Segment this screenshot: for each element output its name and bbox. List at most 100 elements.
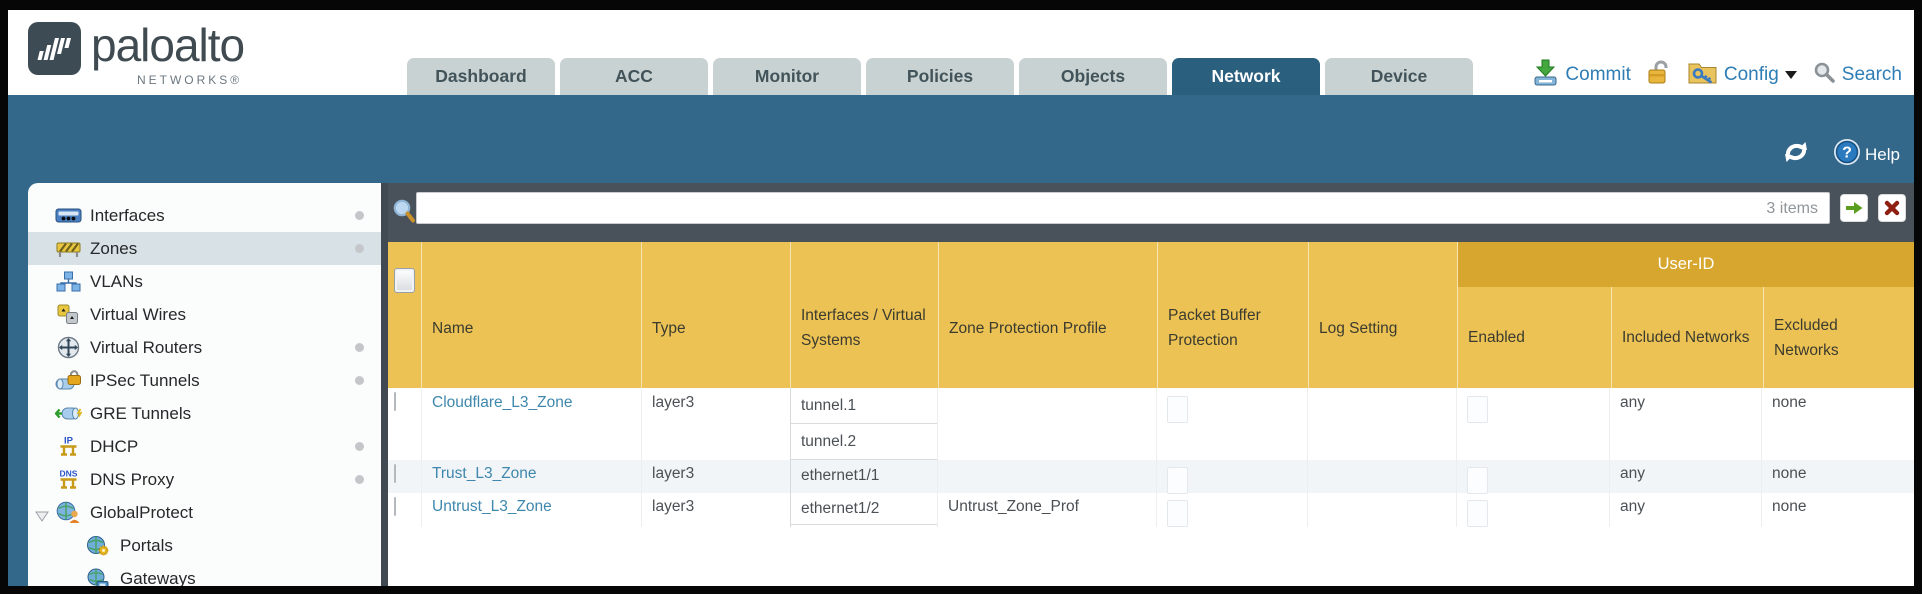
config-button[interactable]: Config — [1723, 63, 1779, 85]
sidebar-item-interfaces[interactable]: Interfaces — [28, 199, 381, 232]
sidebar-item-gre-tunnels[interactable]: GRE Tunnels — [28, 397, 381, 430]
sidebar-divider — [381, 183, 388, 586]
column-header-name[interactable]: Name — [421, 242, 641, 388]
svg-text:IP: IP — [64, 436, 74, 447]
zone-protection-cell: Untrust_Zone_Prof — [937, 493, 1156, 527]
sidebar-item-dns-proxy[interactable]: DNS DNS Proxy — [28, 463, 381, 496]
dns-proxy-icon: DNS — [54, 468, 82, 491]
included-networks-cell: any — [1609, 388, 1761, 460]
log-setting-cell — [1307, 493, 1456, 527]
log-setting-cell — [1307, 388, 1456, 460]
sidebar-item-dhcp[interactable]: IP DHCP — [28, 430, 381, 463]
expand-collapse-icon[interactable] — [35, 507, 49, 527]
help-icon[interactable]: ? — [1833, 138, 1861, 171]
column-header-zone-protection-profile[interactable]: Zone Protection Profile — [938, 242, 1157, 388]
item-status-dot — [355, 376, 364, 385]
sidebar-item-zones[interactable]: Zones — [28, 232, 381, 265]
sidebar-item-portals[interactable]: Portals — [28, 529, 381, 562]
user-id-enabled-checkbox[interactable] — [1467, 500, 1488, 527]
tab-device[interactable]: Device — [1325, 58, 1473, 95]
zones-main-pane: 3 items Name Type Interfaces / Virtual S… — [388, 183, 1914, 586]
row-checkbox[interactable] — [394, 392, 396, 411]
select-all-checkbox[interactable] — [394, 268, 415, 293]
commit-button[interactable]: Commit — [1565, 63, 1631, 85]
row-checkbox[interactable] — [394, 464, 396, 483]
brand-name: paloalto — [91, 19, 245, 71]
virtual-routers-icon — [54, 336, 82, 359]
filter-search-icon — [392, 198, 417, 230]
apply-filter-button[interactable] — [1840, 194, 1868, 222]
log-setting-cell — [1307, 460, 1456, 493]
zone-name-cell: Untrust_L3_Zone — [421, 493, 641, 527]
portals-icon — [84, 535, 112, 557]
row-select-cell — [388, 493, 421, 527]
column-header-enabled[interactable]: Enabled — [1458, 287, 1611, 388]
paloalto-logo-icon — [28, 22, 81, 75]
zone-name-cell: Cloudflare_L3_Zone — [421, 388, 641, 460]
column-label: Included Networks — [1622, 329, 1750, 346]
sidebar-item-label: GRE Tunnels — [90, 403, 192, 423]
item-status-dot — [355, 343, 364, 352]
config-dropdown-caret-icon[interactable] — [1784, 66, 1797, 84]
filter-input[interactable] — [416, 192, 1830, 224]
packet-buffer-checkbox[interactable] — [1167, 467, 1188, 494]
packet-buffer-checkbox[interactable] — [1167, 396, 1188, 423]
zone-interfaces-cell: ethernet1/1 — [790, 460, 938, 493]
search-button[interactable]: Search — [1841, 63, 1902, 85]
column-header-included-networks[interactable]: Included Networks — [1611, 287, 1763, 388]
tab-monitor[interactable]: Monitor — [713, 58, 861, 95]
tab-policies[interactable]: Policies — [866, 58, 1014, 95]
row-select-cell — [388, 388, 421, 460]
tab-objects[interactable]: Objects — [1019, 58, 1167, 95]
sidebar-item-label: DNS Proxy — [90, 469, 175, 489]
packet-buffer-checkbox[interactable] — [1167, 500, 1188, 527]
table-row: Trust_L3_Zone layer3 ethernet1/1 any non… — [388, 460, 1914, 494]
sidebar-item-globalprotect[interactable]: GlobalProtect — [28, 496, 381, 529]
column-header-interfaces[interactable]: Interfaces / Virtual Systems — [790, 242, 938, 388]
clear-filter-button[interactable] — [1878, 194, 1906, 222]
sidebar-item-label: DHCP — [90, 436, 139, 456]
column-header-type[interactable]: Type — [641, 242, 790, 388]
sidebar-item-gateways[interactable]: Gateways — [28, 562, 381, 586]
zone-name-link[interactable]: Cloudflare_L3_Zone — [432, 394, 573, 411]
column-header-excluded-networks[interactable]: Excluded Networks — [1763, 287, 1914, 388]
sidebar-item-virtual-wires[interactable]: Virtual Wires — [28, 298, 381, 331]
config-icon[interactable] — [1687, 59, 1718, 91]
refresh-icon[interactable] — [1781, 139, 1811, 170]
sidebar-item-vlans[interactable]: VLANs — [28, 265, 381, 298]
column-label: Log Setting — [1319, 319, 1398, 337]
sidebar-item-ipsec-tunnels[interactable]: IPSec Tunnels — [28, 364, 381, 397]
sidebar-item-label: Portals — [120, 535, 173, 555]
user-id-enabled-cell — [1456, 493, 1609, 527]
gateways-icon — [84, 568, 112, 586]
zone-name-link[interactable]: Trust_L3_Zone — [432, 465, 537, 482]
item-status-dot — [355, 211, 364, 220]
sidebar-item-label: Virtual Wires — [90, 304, 187, 324]
table-row: Untrust_L3_Zone layer3 ethernet1/2 Untru… — [388, 493, 1914, 527]
commit-icon[interactable] — [1532, 58, 1559, 92]
interface-entry: ethernet1/1 — [801, 467, 880, 484]
tab-acc[interactable]: ACC — [560, 58, 708, 95]
user-id-enabled-checkbox[interactable] — [1467, 396, 1488, 423]
user-id-column-group: User-ID Enabled Included Networks Exclud… — [1457, 242, 1914, 388]
dhcp-icon: IP — [54, 435, 82, 458]
interfaces-icon — [54, 206, 82, 225]
zone-type-cell: layer3 — [641, 460, 790, 493]
search-icon[interactable] — [1813, 61, 1836, 89]
user-id-group-header: User-ID — [1458, 242, 1914, 287]
sidebar-item-label: Zones — [90, 238, 138, 258]
sidebar-item-virtual-routers[interactable]: Virtual Routers — [28, 331, 381, 364]
tab-network[interactable]: Network — [1172, 58, 1320, 95]
tab-dashboard[interactable]: Dashboard — [407, 58, 555, 95]
lock-icon[interactable] — [1647, 59, 1671, 91]
row-select-cell — [388, 460, 421, 493]
help-button[interactable]: Help — [1865, 144, 1900, 164]
column-header-packet-buffer-protection[interactable]: Packet Buffer Protection — [1157, 242, 1308, 388]
packet-buffer-cell — [1156, 460, 1307, 494]
column-header-log-setting[interactable]: Log Setting — [1308, 242, 1457, 388]
column-label: Interfaces / Virtual Systems — [801, 307, 926, 349]
user-id-enabled-checkbox[interactable] — [1467, 467, 1488, 494]
zone-name-link[interactable]: Untrust_L3_Zone — [432, 498, 552, 515]
column-label: Enabled — [1468, 329, 1525, 346]
row-checkbox[interactable] — [394, 497, 396, 516]
